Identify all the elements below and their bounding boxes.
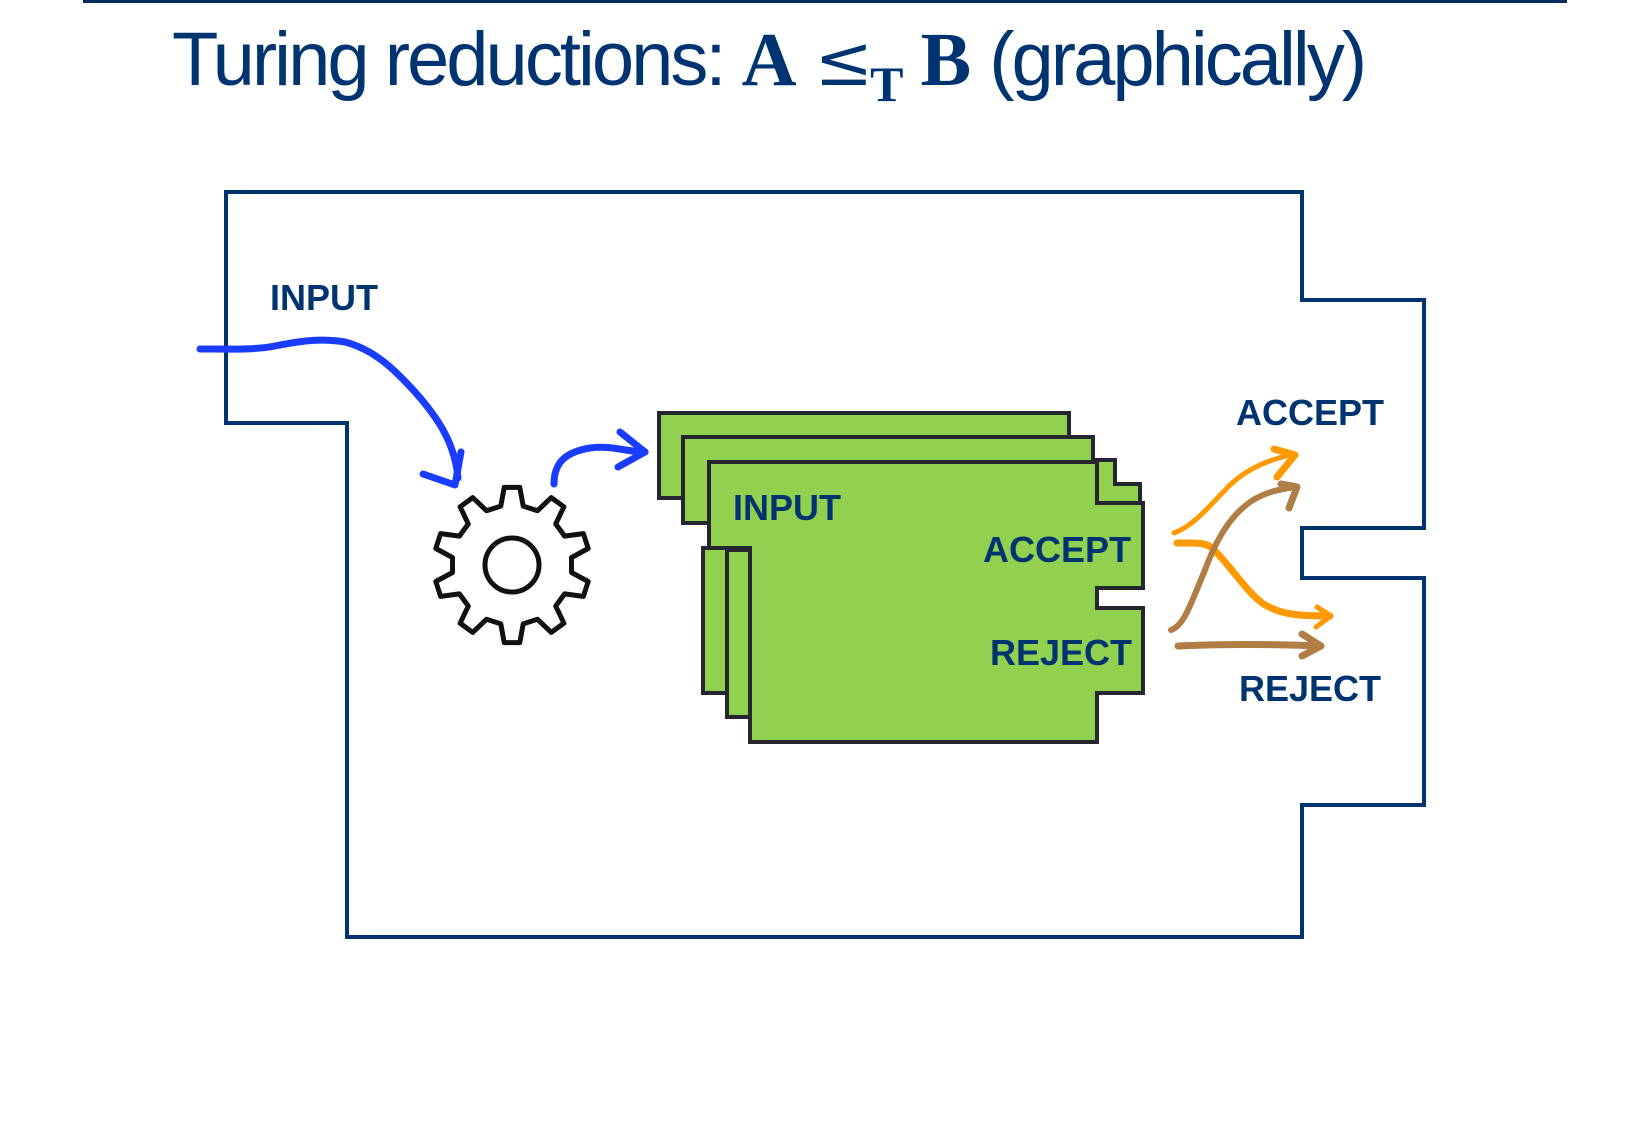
accept-to-reject-arrow — [1173, 539, 1334, 630]
outer-machine-frame — [224, 190, 1426, 939]
title-set-b: B — [920, 18, 972, 102]
oracle-input-label: INPUT — [733, 487, 841, 528]
input-to-gear-arrow — [196, 336, 465, 489]
accept-to-accept-arrow — [1171, 445, 1299, 536]
gear-icon — [433, 484, 591, 646]
outer-input-label: INPUT — [270, 277, 378, 318]
title-relation-subscript: T — [870, 56, 903, 112]
outer-accept-label: ACCEPT — [1236, 392, 1384, 433]
reject-to-reject-arrow — [1174, 630, 1325, 660]
oracle-card-front — [707, 460, 1145, 744]
oracle-machine-stack — [657, 411, 1145, 744]
oracle-reject-label: REJECT — [990, 632, 1132, 673]
title-prefix: Turing reductions: — [172, 17, 742, 102]
title-suffix: (graphically) — [989, 17, 1367, 102]
oracle-accept-label: ACCEPT — [983, 529, 1131, 570]
top-rule — [83, 0, 1567, 3]
gear-to-oracle-arrow — [550, 428, 649, 488]
title-set-a: A — [741, 18, 797, 102]
outer-reject-label: REJECT — [1239, 668, 1381, 709]
reject-to-accept-arrow — [1168, 480, 1301, 633]
title-relation: ≤ — [814, 20, 873, 102]
